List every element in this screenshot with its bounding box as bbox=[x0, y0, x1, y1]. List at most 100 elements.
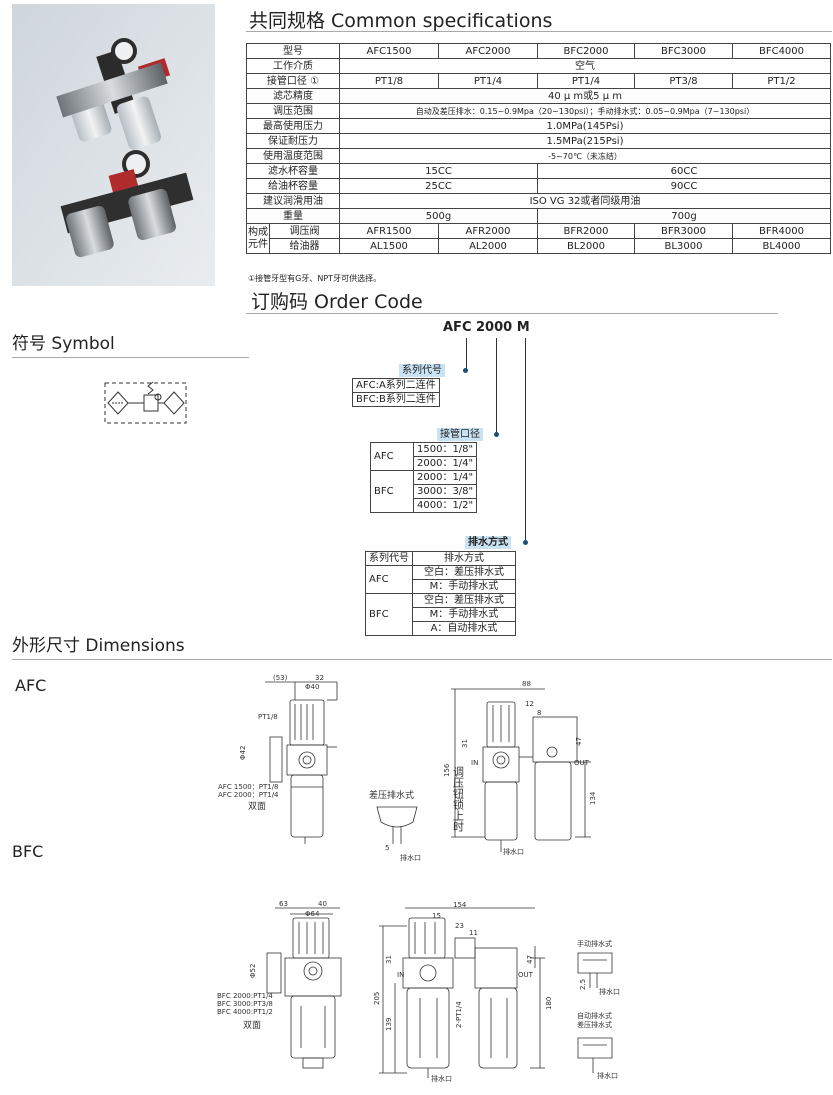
row-value: 40 μ m或5 μ m bbox=[339, 88, 831, 104]
drain-header: 排水方式 bbox=[412, 551, 516, 566]
afc-dimension-drawing: (53) 32 Φ40 PT1/8 Φ42 AFC 1500：PT1/8 AFC… bbox=[218, 674, 597, 862]
out-label: OUT bbox=[518, 971, 534, 979]
series-dot bbox=[463, 368, 468, 373]
dim-label: 5 bbox=[385, 844, 389, 852]
row-value: 1.5MPa(215Psi) bbox=[339, 133, 831, 149]
dim-label: 15 bbox=[432, 912, 441, 920]
row-value: BL4000 bbox=[732, 238, 831, 254]
dim-label: 11 bbox=[469, 929, 478, 937]
dim-label: 31 bbox=[385, 955, 393, 964]
dim-label: 134 bbox=[589, 791, 597, 805]
spec-header-cell: BFC3000 bbox=[634, 43, 733, 59]
row-value: 25CC bbox=[339, 178, 538, 194]
dim-label: 2-PT1/4 bbox=[455, 1001, 463, 1028]
row-value: PT1/4 bbox=[537, 73, 635, 89]
port-series: BFC bbox=[370, 470, 414, 513]
dim-label: 156 bbox=[443, 763, 451, 777]
row-value: 500g bbox=[339, 208, 538, 224]
row-value: 15CC bbox=[339, 163, 538, 179]
row-value: 空气 bbox=[339, 58, 831, 74]
auto-drain-label: 差压排水式 bbox=[577, 1020, 612, 1029]
row-label: 建议润滑用油 bbox=[246, 193, 340, 209]
row-label: 保证耐压力 bbox=[246, 133, 340, 149]
row-value: 自动及差压排水：0.15~0.9Mpa（20~130psi）；手动排水式：0.0… bbox=[339, 103, 831, 119]
row-value: AFR1500 bbox=[339, 223, 439, 239]
spec-header-cell: BFC2000 bbox=[537, 43, 635, 59]
row-label: 滤芯精度 bbox=[246, 88, 340, 104]
out-label: OUT bbox=[574, 759, 590, 767]
dim-label: 12 bbox=[525, 700, 534, 708]
side-label: 双面 bbox=[243, 1020, 261, 1031]
port-dot bbox=[494, 432, 499, 437]
row-label: 调压阀 bbox=[269, 223, 340, 239]
dim-label: Φ40 bbox=[305, 683, 319, 691]
dim-label: 23 bbox=[455, 922, 464, 930]
row-label: 接管口径 ① bbox=[246, 73, 340, 89]
afc-label: AFC bbox=[15, 676, 47, 695]
row-value: 700g bbox=[537, 208, 831, 224]
series-item: BFC:B系列二连件 bbox=[352, 392, 440, 407]
dim-note: BFC 3000:PT3/8 bbox=[217, 1000, 273, 1008]
row-value: 60CC bbox=[537, 163, 831, 179]
row-label: 给油杯容量 bbox=[246, 178, 340, 194]
drain-port-label: 排水口 bbox=[400, 853, 421, 862]
port-item: 3000：3/8" bbox=[412, 484, 478, 499]
series-item: AFC:A系列二连件 bbox=[352, 378, 440, 393]
port-item: 1500：1/8" bbox=[412, 442, 478, 457]
row-label: 工作介质 bbox=[246, 58, 340, 74]
bfc-label: BFC bbox=[12, 842, 44, 861]
dim-label: 180 bbox=[545, 997, 553, 1010]
side-label: 双面 bbox=[248, 801, 266, 812]
drain-port-label: 排水口 bbox=[503, 847, 524, 856]
dim-note: BFC 4000:PT1/2 bbox=[217, 1008, 273, 1016]
in-label: IN bbox=[471, 759, 478, 767]
dim-label: 205 bbox=[373, 992, 381, 1005]
drain-item: M：手动排水式 bbox=[412, 607, 516, 622]
dim-note: AFC 2000：PT1/4 bbox=[218, 791, 279, 799]
spec-footnote: ①接管牙型有G牙、NPT牙可供选择。 bbox=[248, 274, 382, 283]
manual-drain-label: 手动排水式 bbox=[577, 939, 612, 948]
in-label: IN bbox=[397, 971, 404, 979]
drain-label: 排水方式 bbox=[465, 536, 511, 549]
drain-port-label: 排水口 bbox=[599, 987, 620, 996]
row-value: AL2000 bbox=[438, 238, 538, 254]
drain-item: 空白：差压排水式 bbox=[412, 565, 516, 580]
dims-title: 外形尺寸 Dimensions bbox=[12, 636, 185, 656]
drain-item: 空白：差压排水式 bbox=[412, 593, 516, 608]
port-item: 2000：1/4" bbox=[412, 456, 478, 471]
row-label: 滤水杯容量 bbox=[246, 163, 340, 179]
drain-port-label: 排水口 bbox=[431, 1074, 452, 1083]
row-value: AL1500 bbox=[339, 238, 439, 254]
drain-series: AFC bbox=[365, 565, 413, 594]
pneumatic-symbol bbox=[104, 380, 188, 430]
drain-type-label: 差压排水式 bbox=[369, 789, 414, 801]
drain-series: BFC bbox=[365, 593, 413, 636]
row-value: PT1/2 bbox=[732, 73, 831, 89]
dim-label: 154 bbox=[453, 901, 467, 909]
auto-drain-label: 自动排水式 bbox=[577, 1011, 612, 1020]
drain-item: M：手动排水式 bbox=[412, 579, 516, 594]
dim-label: 32 bbox=[315, 674, 324, 682]
spec-header-cell: BFC4000 bbox=[732, 43, 831, 59]
symbol-title: 符号 Symbol bbox=[12, 334, 115, 354]
port-label: 接管口径 bbox=[437, 428, 483, 441]
drain-item: A：自动排水式 bbox=[412, 621, 516, 636]
row-value: BFR3000 bbox=[634, 223, 733, 239]
product-photo bbox=[12, 4, 215, 286]
dim-label: PT1/8 bbox=[258, 713, 278, 721]
row-value: BFR2000 bbox=[537, 223, 635, 239]
row-value: BL3000 bbox=[634, 238, 733, 254]
row-value: 1.0MPa(145Psi) bbox=[339, 118, 831, 134]
dim-label: Φ52 bbox=[249, 964, 257, 978]
dim-label: Φ64 bbox=[305, 910, 320, 918]
dim-label: 40 bbox=[318, 900, 327, 908]
row-value: PT1/4 bbox=[438, 73, 538, 89]
dim-label: 88 bbox=[522, 680, 531, 688]
row-label: 给油器 bbox=[269, 238, 340, 254]
row-value: PT3/8 bbox=[634, 73, 733, 89]
port-series: AFC bbox=[370, 442, 414, 471]
row-value: PT1/8 bbox=[339, 73, 439, 89]
row-value: -5~70℃（未冻结） bbox=[339, 148, 831, 164]
